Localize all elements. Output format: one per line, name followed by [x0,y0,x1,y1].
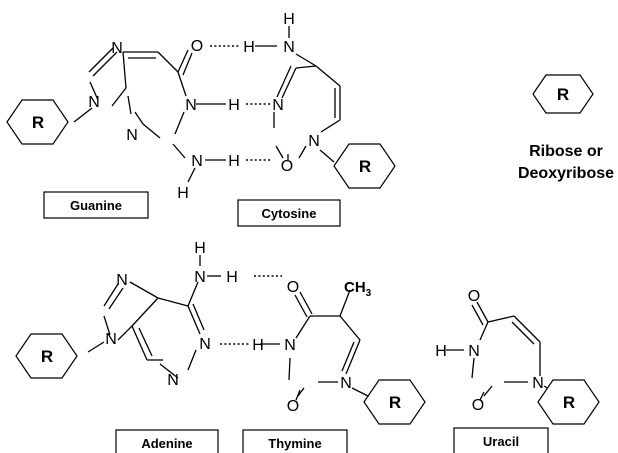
uracil-label-box: Uracil [453,427,549,453]
atom-n: N [111,40,123,57]
r-group-label: R [32,113,44,132]
methyl-group: CH3 [344,279,372,299]
atom-h: H [194,240,206,257]
sugar-hexagon: R [537,379,600,425]
sugar-hexagon: R [333,143,396,189]
adenine-structure: H N H N N N N R [15,240,238,389]
thymine-label: Thymine [268,436,321,451]
sugar-legend: R Ribose or Deoxyribose [518,74,614,182]
atom-h: H [226,269,238,286]
adenine-label: Adenine [141,436,192,451]
atom-n: N [167,372,179,389]
atom-n: N [340,375,352,392]
cytosine-label: Cytosine [262,206,317,221]
atom-h: H [228,97,240,114]
atom-h: H [283,11,295,28]
atom-o: O [472,397,484,414]
atom-o: O [287,279,299,296]
sugar-hexagon: R [6,99,69,145]
r-group-label: R [389,393,401,412]
atom-n: N [283,39,295,56]
methyl-subscript: 3 [366,288,372,299]
atom-n: N [272,97,284,114]
atom-h: H [252,337,264,354]
atom-o: O [281,158,293,175]
sugar-caption-line1: Ribose or [529,143,603,160]
guanine-structure: N N N N O N H H H R [6,38,240,202]
atom-o: O [468,288,480,305]
atom-n: N [468,343,480,360]
atom-n: N [126,127,138,144]
atom-n: N [105,331,117,348]
cytosine-structure: H N H N O N R [243,11,396,189]
sugar-caption-line2: Deoxyribose [518,165,614,182]
sugar-hexagon: R [363,379,426,425]
atom-o: O [191,38,203,55]
atom-n: N [284,337,296,354]
r-group-label: R [563,393,575,412]
uracil-structure: O H N N O R [435,288,600,425]
atom-n: N [199,336,211,353]
uracil-label: Uracil [483,434,519,449]
atom-n: N [308,133,320,150]
atom-o: O [287,398,299,415]
atom-n: N [185,97,197,114]
r-group-label: R [557,85,569,104]
adenine-label-box: Adenine [115,429,219,453]
thymine-structure: O CH3 H N N O R [252,279,426,425]
atom-h: H [177,185,189,202]
thymine-label-box: Thymine [242,429,348,453]
atom-n: N [194,269,206,286]
atom-n: N [88,94,100,111]
sugar-hexagon: R [15,333,78,379]
r-group-label: R [41,347,53,366]
r-group-label: R [359,157,371,176]
guanine-label-box: Guanine [43,191,149,219]
atom-h: H [435,343,447,360]
methyl-label: CH [344,279,366,296]
atom-n: N [191,153,203,170]
atom-h: H [228,153,240,170]
guanine-label: Guanine [70,198,122,213]
cytosine-label-box: Cytosine [237,199,341,227]
atom-h: H [243,39,255,56]
atom-n: N [532,375,544,392]
atom-n: N [116,272,128,289]
